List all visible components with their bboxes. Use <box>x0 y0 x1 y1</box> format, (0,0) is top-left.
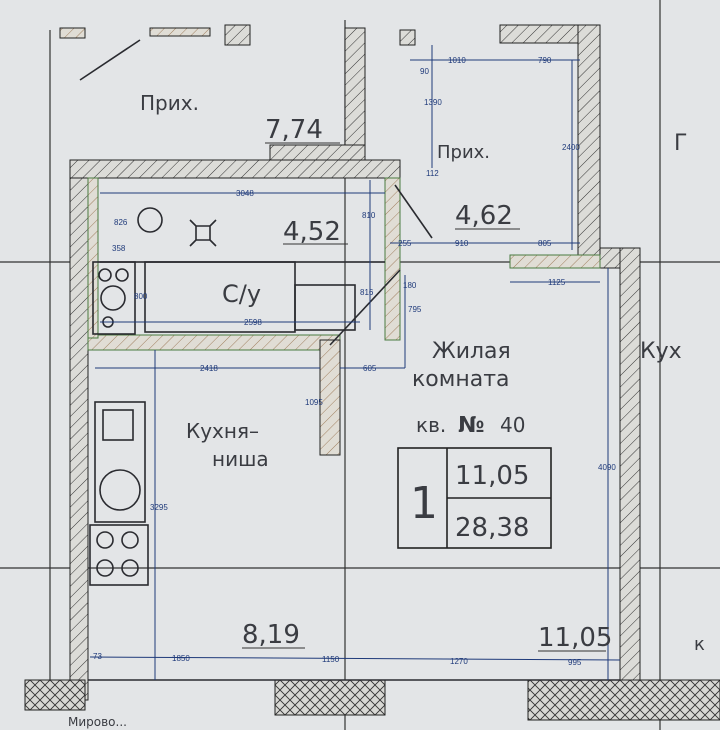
neighbor-mark-2: к <box>694 634 705 655</box>
living-area-value: 11,05 <box>455 461 529 491</box>
apartment-area-table: 1 11,05 28,38 <box>397 447 552 549</box>
svg-text:1850: 1850 <box>172 654 190 663</box>
svg-text:795: 795 <box>408 305 422 314</box>
neighbor-mark: Г <box>674 131 687 156</box>
svg-text:№: № <box>458 413 484 438</box>
svg-text:810: 810 <box>362 211 376 220</box>
svg-text:255: 255 <box>398 239 412 248</box>
svg-text:180: 180 <box>403 281 417 290</box>
total-area-value: 28,38 <box>455 513 529 543</box>
svg-text:358: 358 <box>112 244 126 253</box>
walls <box>24 24 720 721</box>
svg-text:1010: 1010 <box>448 56 466 65</box>
dimension-labels: 1010 790 90 1390 2400 112 3048 826 810 3… <box>93 56 616 667</box>
dimension-lines <box>89 45 621 680</box>
room-name-living-2: комната <box>412 367 510 392</box>
room-name-kitchen-1: Кухня– <box>186 419 259 443</box>
svg-text:73: 73 <box>93 652 102 661</box>
svg-text:1125: 1125 <box>548 278 566 287</box>
room-area-bathroom: 4,52 <box>283 217 341 247</box>
room-name-kitchen-2: ниша <box>212 447 269 471</box>
room-area-kitchen: 8,19 <box>242 620 300 650</box>
svg-text:826: 826 <box>114 218 128 227</box>
footer-text: Мирово... <box>68 715 127 729</box>
room-area-hall-neighbor: 7,74 <box>265 115 323 145</box>
svg-text:605: 605 <box>363 364 377 373</box>
room-name-bathroom: С/у <box>222 280 261 308</box>
svg-text:816: 816 <box>360 288 374 297</box>
svg-text:2400: 2400 <box>562 143 580 152</box>
svg-text:1150: 1150 <box>322 655 340 664</box>
room-area-hall: 4,62 <box>455 201 513 231</box>
svg-text:40: 40 <box>500 413 525 437</box>
svg-text:1095: 1095 <box>305 398 323 407</box>
svg-text:800: 800 <box>134 292 148 301</box>
svg-text:4090: 4090 <box>598 463 616 472</box>
neighbor-kitchen-label: Кух <box>640 339 682 364</box>
room-area-living: 11,05 <box>538 623 612 653</box>
room-name-living-1: Жилая <box>432 339 511 364</box>
fixtures <box>79 39 433 586</box>
apartment-label: кв. № 40 <box>416 413 525 438</box>
svg-text:790: 790 <box>538 56 552 65</box>
svg-text:1390: 1390 <box>424 98 442 107</box>
svg-text:3048: 3048 <box>236 189 254 198</box>
room-name-hall-neighbor: Прих. <box>140 91 199 115</box>
svg-text:кв.: кв. <box>416 413 446 437</box>
svg-text:1270: 1270 <box>450 657 468 666</box>
svg-text:995: 995 <box>568 658 582 667</box>
svg-text:2418: 2418 <box>200 364 218 373</box>
room-name-hall: Прих. <box>437 142 490 163</box>
svg-text:805: 805 <box>538 239 552 248</box>
toilet-icon <box>137 207 163 233</box>
rooms-count: 1 <box>410 478 438 529</box>
svg-text:3295: 3295 <box>150 503 168 512</box>
svg-text:90: 90 <box>420 67 429 76</box>
svg-text:910: 910 <box>455 239 469 248</box>
svg-text:112: 112 <box>426 169 439 178</box>
svg-text:2598: 2598 <box>244 318 262 327</box>
